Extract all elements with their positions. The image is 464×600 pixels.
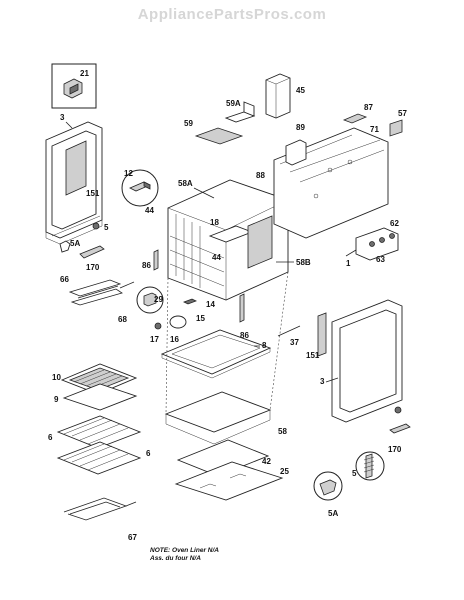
label-58B: 58B	[296, 258, 311, 267]
bake-element[interactable]	[63, 497, 137, 521]
broil-pan[interactable]	[60, 363, 138, 411]
part-5-callout[interactable]	[355, 451, 385, 481]
label-88: 88	[256, 171, 265, 180]
part-14[interactable]	[183, 298, 197, 305]
label-5A-left: 5A	[70, 239, 80, 248]
label-44-a: 44	[145, 206, 154, 215]
label-21: 21	[80, 69, 89, 78]
part-25-bottom-panel[interactable]	[174, 461, 284, 501]
label-45: 45	[296, 86, 305, 95]
label-170-right: 170	[388, 445, 402, 454]
part-17[interactable]	[154, 322, 162, 330]
label-18: 18	[210, 218, 219, 227]
left-oven-door[interactable]	[45, 121, 103, 245]
label-58: 58	[278, 427, 287, 436]
label-66: 66	[60, 275, 69, 284]
left-hinge-parts[interactable]	[59, 222, 105, 259]
oven-cavity-body[interactable]	[167, 179, 289, 301]
back-panel[interactable]	[273, 113, 389, 239]
right-oven-door[interactable]	[317, 299, 403, 423]
label-151-right: 151	[306, 351, 320, 360]
label-29: 29	[154, 295, 163, 304]
label-44-b: 44	[212, 253, 221, 262]
note-line-2: Ass. du four N/A	[149, 555, 201, 562]
label-9: 9	[54, 395, 59, 404]
label-63: 63	[376, 255, 385, 264]
label-17: 17	[150, 335, 159, 344]
right-hinge-170[interactable]	[389, 406, 411, 434]
label-14: 14	[206, 300, 215, 309]
side-strip-86-b[interactable]	[239, 293, 245, 323]
top-trim-59[interactable]	[194, 101, 256, 145]
label-3-left: 3	[60, 113, 65, 122]
part-8-oven-bottom[interactable]	[160, 329, 272, 379]
label-62: 62	[390, 219, 399, 228]
label-3-right: 3	[320, 377, 325, 386]
label-5A-right: 5A	[328, 509, 338, 518]
part-57[interactable]	[389, 119, 403, 137]
label-37: 37	[290, 338, 299, 347]
part-45-duct[interactable]	[265, 73, 291, 119]
watermark: AppliancePartsPros.com	[137, 6, 327, 23]
label-87: 87	[364, 103, 373, 112]
label-151-left: 151	[86, 189, 100, 198]
part-42[interactable]	[176, 439, 270, 477]
label-57: 57	[398, 109, 407, 118]
part-16[interactable]	[169, 315, 187, 329]
label-68: 68	[118, 315, 127, 324]
label-170-left: 170	[86, 263, 100, 272]
label-86-b: 86	[240, 331, 249, 340]
note-line-1: NOTE: Oven Liner N/A	[150, 547, 219, 554]
label-59: 59	[184, 119, 193, 128]
label-6-b: 6	[146, 449, 151, 458]
label-86-a: 86	[142, 261, 151, 270]
label-67: 67	[128, 533, 137, 542]
part-29-callout[interactable]	[136, 286, 164, 314]
broil-element[interactable]	[68, 279, 135, 306]
oven-racks[interactable]	[56, 415, 142, 475]
label-42: 42	[262, 457, 271, 466]
label-15: 15	[196, 314, 205, 323]
part-37[interactable]	[277, 325, 301, 337]
part-21-box[interactable]	[51, 63, 97, 109]
label-10: 10	[52, 373, 61, 382]
label-89: 89	[296, 123, 305, 132]
part-12-callout[interactable]	[121, 169, 159, 207]
terminal-block[interactable]	[345, 227, 399, 261]
label-59A: 59A	[226, 99, 241, 108]
label-25: 25	[280, 467, 289, 476]
part-5A-callout[interactable]	[313, 471, 343, 501]
label-16: 16	[170, 335, 179, 344]
label-1: 1	[346, 259, 351, 268]
side-strip-86-a[interactable]	[153, 249, 159, 271]
label-8: 8	[262, 341, 267, 350]
label-6-a: 6	[48, 433, 53, 442]
part-58-insulation[interactable]	[164, 391, 272, 445]
label-71: 71	[370, 125, 379, 134]
label-5-left: 5	[104, 223, 109, 232]
label-58A: 58A	[178, 179, 193, 188]
label-12: 12	[124, 169, 133, 178]
label-5-right: 5	[352, 469, 357, 478]
